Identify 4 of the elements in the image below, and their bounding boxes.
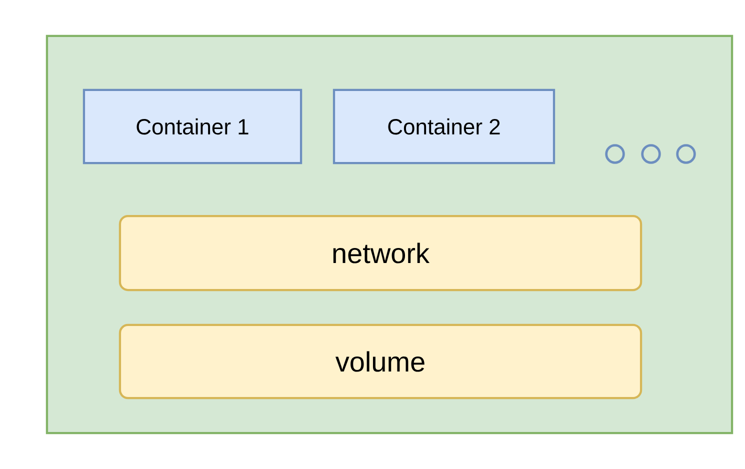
resource-bar: volume [118,324,642,400]
container-box: Container 1 [82,88,302,164]
container-box: Container 2 [332,88,556,164]
resource-bar: network [118,214,642,292]
